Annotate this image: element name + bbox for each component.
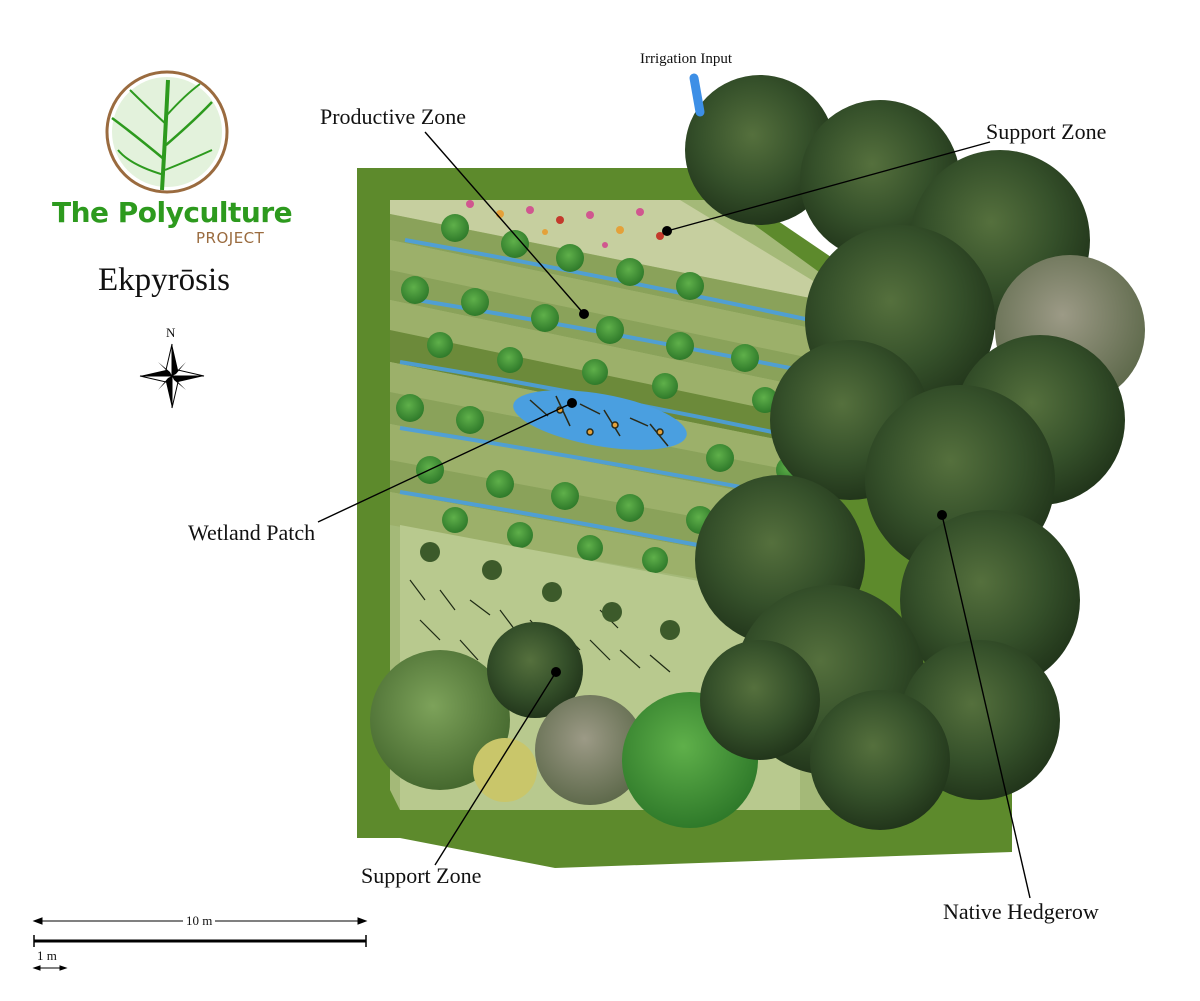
label-support-zone-top: Support Zone	[986, 119, 1107, 144]
wetland-pond	[513, 390, 687, 450]
flower-dots	[466, 200, 664, 248]
label-native-hedgerow: Native Hedgerow	[943, 899, 1099, 924]
label-wetland-patch: Wetland Patch	[188, 520, 316, 545]
label-irrigation-input: Irrigation Input	[640, 51, 733, 67]
label-support-zone-bottom: Support Zone	[361, 863, 482, 888]
label-productive-zone: Productive Zone	[320, 104, 467, 129]
plan-title: Ekpyrōsis	[98, 262, 230, 298]
meadow-shrubs	[420, 542, 680, 640]
logo-subtitle: PROJECT	[196, 229, 265, 247]
compass-north-label: N	[166, 325, 176, 340]
native-hedgerow-canopy	[685, 75, 1145, 830]
leaf-vein-icon	[105, 70, 229, 194]
callout-dots	[551, 226, 947, 677]
row-shrubs	[396, 214, 804, 573]
scale-major-label: 10 m	[183, 913, 216, 929]
compass-rose-icon	[139, 343, 205, 409]
scale-minor-label: 1 m	[37, 948, 57, 963]
logo-title: The Polyculture	[52, 196, 293, 229]
irrigation-pipe	[689, 73, 705, 117]
flower-strip	[390, 200, 820, 300]
callout-lines	[317, 131, 1031, 899]
